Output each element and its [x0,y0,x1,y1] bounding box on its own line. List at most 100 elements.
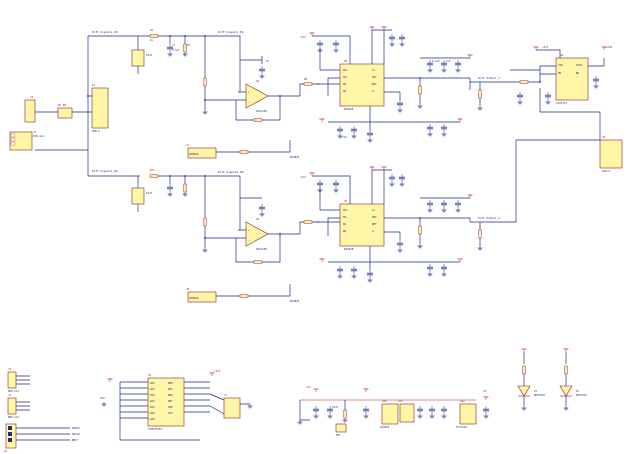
ldo-2-designator: U11 [398,399,403,403]
bypass-cap-block-2-value: 10uF [146,191,153,195]
sensor-jack-1 [187,147,217,159]
usb-designator: P1 [92,83,96,87]
isolator: U8 ISO7741 VIN EN VOUT NR [555,53,589,105]
inamp-1: U2 INA828 IN+ IN− RG RG V+ OUT REF V− [339,59,385,111]
net-label-inamp-1: Diff_Signal1_IN [218,30,244,34]
r1-designator: R1 [150,28,154,32]
inamp-2: U3 INA828 IN+ IN− RG RG V+ OUT REF V− [339,199,385,251]
svg-text:PA4: PA4 [150,405,155,409]
svg-text:R29: R29 [100,396,105,400]
dc-jack-body [24,99,36,123]
svg-text:−: − [248,239,250,242]
vref-2-designator: D2 [576,389,580,393]
ldo-1-designator: U10 [382,399,387,403]
svg-text:NC0805: NC0805 [290,299,300,303]
svg-text:VDD: VDD [168,405,173,409]
svg-text:V+: V+ [372,68,376,72]
opamp-1-value: OPA2209 [256,109,267,113]
opamp-1: + − U4 OPA2209 [245,79,269,113]
mcu: U9 STM32F103 PA0 PA1 PA2 PA3 PA4 PA5 PA6… [147,373,185,431]
svg-text:+5V0: +5V0 [606,45,613,49]
net-label-output-2: Diff_Output_2 [478,216,500,220]
ldo-1-body [381,403,399,425]
connector-designator: J1 [33,130,37,134]
svg-text:SWDIO: SWDIO [72,426,80,430]
ldo-1-value: LP2985 [380,425,390,429]
inamp-1-body [339,63,385,107]
usb-body [91,87,109,129]
svg-text:−: − [248,101,250,104]
svg-text:J7: J7 [186,143,190,147]
svg-text:R8: R8 [304,77,308,81]
svg-text:SENSOR: SENSOR [189,296,199,300]
svg-text:+3V3: +3V3 [214,369,221,373]
svg-text:RG: RG [343,82,347,86]
connector-value: CON-4x2 [33,134,44,138]
svg-text:NC0805: NC0805 [290,155,300,159]
vcc-label-2: +VCC [300,175,307,179]
output-connector-body [599,139,623,169]
vref-1: D1 REF5025 [517,385,545,397]
svg-text:1uF: 1uF [446,59,451,63]
svg-text:IN−: IN− [343,215,348,219]
connector-body [9,131,33,151]
svg-text:REF: REF [372,222,377,226]
c1-designator: C1 [172,43,176,47]
ldo-2-body [399,403,415,423]
output-connector-designator: J5 [602,135,606,139]
svg-text:J3: J3 [8,367,12,371]
net-label-output-1: Diff_Output_1 [478,76,500,80]
svg-text:PA2: PA2 [150,393,155,397]
header-3: J6 [4,423,17,453]
svg-text:V−: V− [372,89,376,93]
svg-text:PB1: PB1 [168,387,173,391]
svg-text:RG: RG [343,229,347,233]
output-connector: J5 CON-4 [599,135,623,173]
svg-text:PA6: PA6 [150,417,155,421]
dc-jack-plug [57,107,73,119]
svg-text:RG: RG [343,89,347,93]
svg-text:+3V3: +3V3 [542,45,549,49]
vref-2: D2 REF5025 [559,385,587,397]
svg-text:0.1uF: 0.1uF [432,59,440,63]
ldo-3-designator: U12 [460,399,465,403]
svg-text:J6: J6 [4,449,8,453]
usb-value: USB-A [92,129,100,133]
vref-1-value: REF5025 [534,393,545,397]
svg-text:C5: C5 [266,59,270,63]
svg-text:HDR-1x3: HDR-1x3 [8,389,19,393]
svg-text:+5V: +5V [306,385,311,389]
svg-text:+: + [248,91,250,94]
net-label-input-1: Diff_Signal1_IN [92,30,118,34]
svg-text:J4: J4 [8,393,12,397]
svg-text:PA5: PA5 [150,411,155,415]
c1-value: 0.1uF [172,48,180,52]
svg-text:Y1: Y1 [224,393,228,397]
crystal [223,397,241,419]
svg-text:SENSOR: SENSOR [189,152,199,156]
svg-text:SWCLK: SWCLK [72,432,80,436]
isolator-designator: U8 [560,53,564,57]
svg-text:IN−: IN− [343,75,348,79]
svg-text:EN: EN [558,71,562,75]
mcu-value: STM32F103 [148,427,162,431]
opamp-2-body [245,221,269,247]
bypass-cap-block-2 [131,187,145,205]
svg-text:-5V: -5V [482,389,487,393]
dc-jack-value: DC IN [58,103,66,107]
svg-text:PB6: PB6 [168,393,173,397]
svg-text:PA1: PA1 [150,387,155,391]
ldo-3: U12 TPS7A49 [456,399,477,429]
ldo-3-value: TPS7A49 [456,425,467,429]
svg-text:J8: J8 [186,287,190,291]
inamp-1-value: INA828 [344,107,354,111]
opamp-1-body [245,83,269,109]
svg-text:V+: V+ [372,208,376,212]
bypass-cap-block-1-value: 10uF [146,53,153,57]
svg-text:V−: V− [372,229,376,233]
inamp-2-designator: U3 [344,199,348,203]
ldo-1: U10 LP2985 [380,399,399,429]
svg-text:FB1: FB1 [336,433,341,437]
input-connector: J1 CON-4x2 [9,130,44,151]
svg-text:R11: R11 [150,168,155,172]
